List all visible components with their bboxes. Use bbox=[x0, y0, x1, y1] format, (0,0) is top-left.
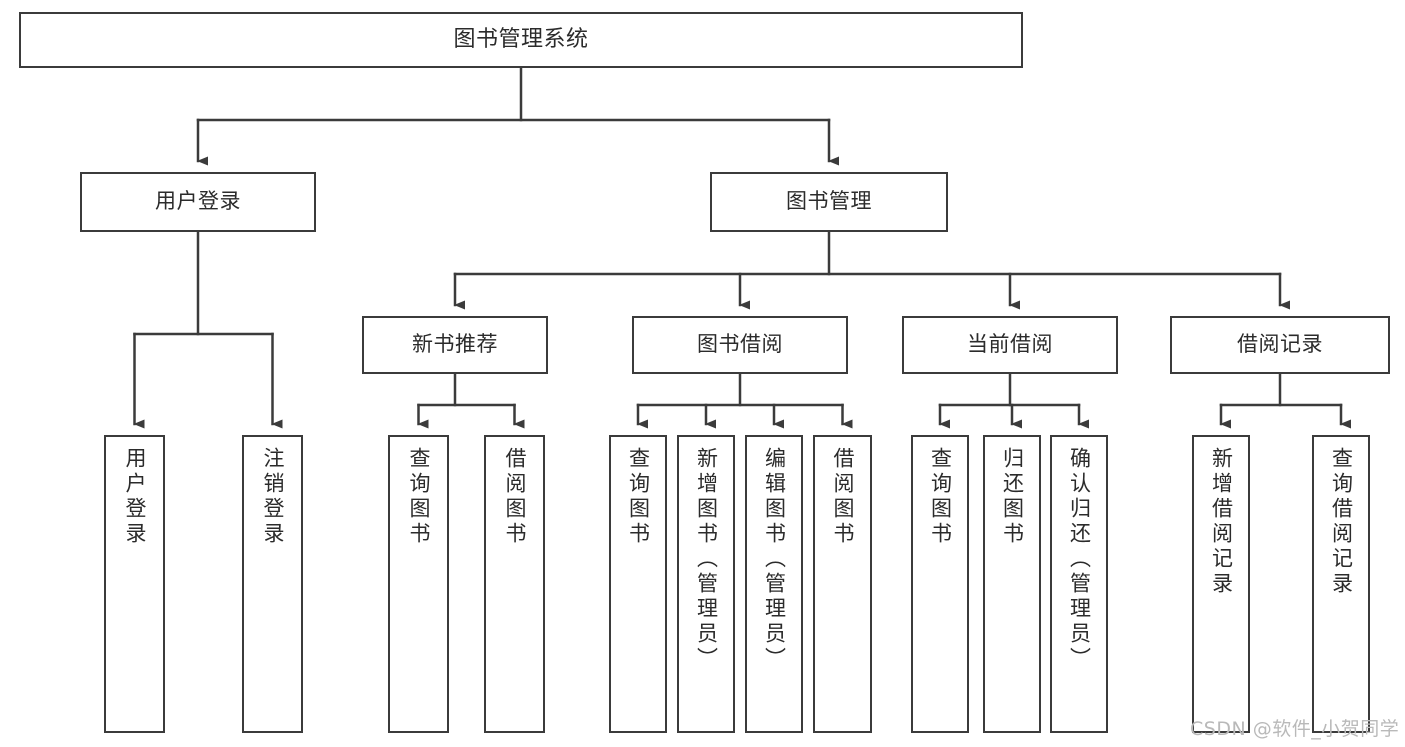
node-label: 查询图书 bbox=[407, 447, 431, 547]
node-label: 借阅记录 bbox=[1237, 332, 1323, 357]
node-user-login[interactable]: 用户登录 bbox=[80, 172, 316, 232]
node-label: 图书借阅 bbox=[697, 332, 783, 357]
csdn-watermark: CSDN @软件_小贺同学 bbox=[1190, 718, 1400, 740]
node-label: 归还图书 bbox=[1000, 447, 1025, 547]
node-leaf-rec-query2[interactable]: 查询借阅记录 bbox=[1312, 435, 1370, 733]
node-label: 查询借阅记录 bbox=[1329, 447, 1354, 597]
node-label: 新增图书（管理员） bbox=[694, 447, 719, 672]
node-leaf-user-logout[interactable]: 注销登录 bbox=[242, 435, 303, 733]
node-label: 借阅图书 bbox=[503, 447, 527, 547]
node-label: 确认归还（管理员） bbox=[1067, 447, 1092, 672]
node-leaf-borrow-edit[interactable]: 编辑图书（管理员） bbox=[745, 435, 803, 733]
node-leaf-borrow-query[interactable]: 查询图书 bbox=[609, 435, 667, 733]
node-borrow-record[interactable]: 借阅记录 bbox=[1170, 316, 1390, 374]
node-label: 图书管理系统 bbox=[453, 26, 589, 52]
node-label: 查询图书 bbox=[928, 447, 953, 547]
node-leaf-rec-add[interactable]: 新增借阅记录 bbox=[1192, 435, 1250, 733]
node-leaf-rec-query[interactable]: 查询图书 bbox=[388, 435, 449, 733]
node-leaf-user-login[interactable]: 用户登录 bbox=[104, 435, 165, 733]
node-label: 用户登录 bbox=[123, 447, 147, 547]
node-label: 用户登录 bbox=[155, 189, 241, 214]
node-label: 当前借阅 bbox=[967, 332, 1053, 357]
node-label: 新增借阅记录 bbox=[1209, 447, 1234, 597]
node-current-borrow[interactable]: 当前借阅 bbox=[902, 316, 1118, 374]
node-label: 图书管理 bbox=[786, 189, 872, 214]
node-label: 注销登录 bbox=[261, 447, 285, 547]
node-label: 借阅图书 bbox=[831, 447, 855, 547]
node-new-book-rec[interactable]: 新书推荐 bbox=[362, 316, 548, 374]
node-leaf-borrow-lend[interactable]: 借阅图书 bbox=[813, 435, 872, 733]
node-leaf-cur-return[interactable]: 归还图书 bbox=[983, 435, 1041, 733]
node-leaf-borrow-add[interactable]: 新增图书（管理员） bbox=[677, 435, 735, 733]
node-label: 新书推荐 bbox=[412, 332, 498, 357]
node-root[interactable]: 图书管理系统 bbox=[19, 12, 1023, 68]
node-label: 编辑图书（管理员） bbox=[762, 447, 787, 672]
node-leaf-cur-confirm[interactable]: 确认归还（管理员） bbox=[1050, 435, 1108, 733]
node-label: 查询图书 bbox=[626, 447, 651, 547]
node-leaf-cur-query[interactable]: 查询图书 bbox=[911, 435, 969, 733]
node-book-borrow[interactable]: 图书借阅 bbox=[632, 316, 848, 374]
node-book-manage[interactable]: 图书管理 bbox=[710, 172, 948, 232]
node-leaf-rec-borrow[interactable]: 借阅图书 bbox=[484, 435, 545, 733]
